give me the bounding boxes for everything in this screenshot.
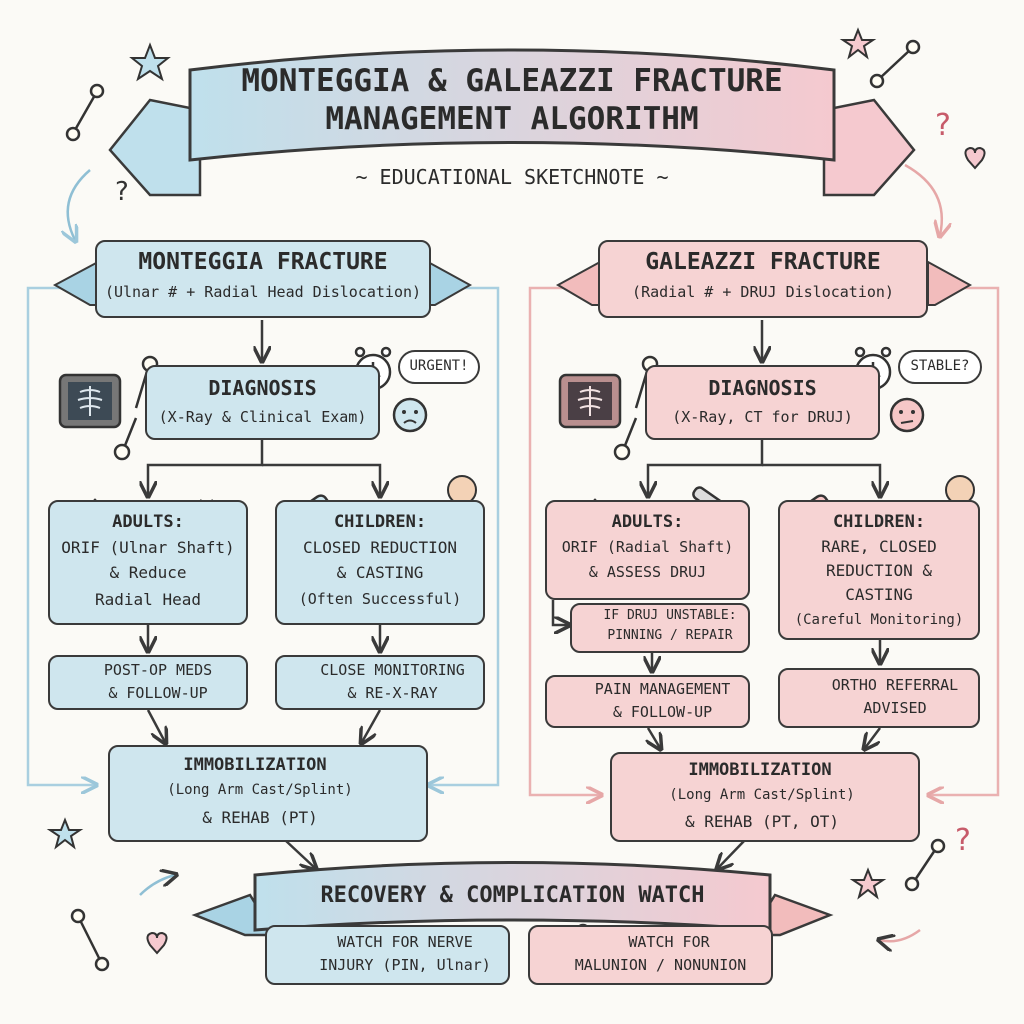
monteggia-immobilization-box	[108, 745, 428, 842]
galeazzi-alert-text: STABLE?	[910, 358, 970, 374]
monteggia-diagnosis-title: DIAGNOSIS	[208, 376, 317, 400]
galeazzi-children-followup-line1: ORTHO REFERRAL	[831, 676, 959, 694]
svg-text:?: ?	[115, 177, 129, 207]
confused-face-icon	[889, 397, 925, 433]
galeazzi-immobilization-box	[610, 752, 920, 842]
galeazzi-immobilization-line3: & REHAB (PT, OT)	[684, 812, 840, 831]
monteggia-children-box	[275, 500, 485, 625]
galeazzi-adults-followup-box	[545, 675, 750, 728]
galeazzi-adults-line1: ADULTS:	[611, 512, 684, 532]
galeazzi-arrows	[551, 320, 880, 868]
galeazzi-adults-followup-line1: PAIN MANAGEMENT	[594, 680, 731, 698]
monteggia-diagnosis-box	[145, 365, 380, 440]
svg-text:?: ?	[935, 108, 951, 143]
monteggia-children-line3: & CASTING	[336, 563, 424, 582]
galeazzi-alert-bubble	[898, 350, 982, 384]
monteggia-adults-line4: Radial Head	[95, 590, 201, 609]
recovery-nerve-line2: INJURY (PIN, Ulnar)	[319, 956, 491, 974]
galeazzi-header-title: GALEAZZI FRACTURE	[645, 249, 881, 275]
galeazzi-children-box	[778, 500, 980, 640]
recovery-title: RECOVERY & COMPLICATION WATCH	[320, 883, 705, 908]
galeazzi-header	[598, 240, 928, 318]
curved-arrow-icon	[880, 163, 942, 941]
monteggia-alert-text: URGENT!	[409, 358, 469, 374]
question-mark-icon: ? ?	[935, 108, 971, 858]
galeazzi-immobilization-line2: (Long Arm Cast/Splint)	[669, 787, 855, 803]
worried-face-icon	[392, 397, 428, 433]
galeazzi-druj-line2: PINNING / REPAIR	[607, 628, 733, 643]
recovery-ribbon	[191, 861, 834, 937]
heart-icon	[146, 146, 986, 955]
recovery-malunion-line2: MALUNION / NONUNION	[574, 956, 747, 974]
monteggia-adults-line1: ADULTS:	[112, 512, 184, 532]
monteggia-adults-box	[48, 500, 248, 625]
page-subtitle: ~ EDUCATIONAL SKETCHNOTE ~	[300, 165, 724, 190]
recovery-nerve-box	[265, 925, 510, 985]
galeazzi-adults-line3: & ASSESS DRUJ	[588, 563, 707, 581]
monteggia-children-followup-box	[275, 655, 485, 710]
monteggia-children-line2: CLOSED REDUCTION	[302, 538, 458, 557]
monteggia-arrows	[148, 320, 380, 868]
monteggia-immobilization-line2: (Long Arm Cast/Splint)	[167, 782, 353, 798]
subtitle-text: EDUCATIONAL SKETCHNOTE	[379, 165, 645, 189]
monteggia-children-followup-line2: & RE-X-RAY	[347, 684, 438, 702]
star-icon	[46, 42, 171, 850]
monteggia-adults-followup-line1: POST-OP MEDS	[103, 661, 213, 679]
galeazzi-children-followup-box	[778, 668, 980, 728]
galeazzi-children-line2: RARE, CLOSED	[821, 537, 937, 556]
monteggia-adults-line2: ORIF (Ulnar Shaft)	[61, 538, 235, 557]
galeazzi-children-followup-line2: ADVISED	[863, 699, 927, 717]
monteggia-children-line1: CHILDREN:	[333, 512, 427, 532]
tilde-left-icon: ~	[355, 165, 380, 189]
galeazzi-children-line1: CHILDREN:	[832, 512, 926, 532]
tilde-right-icon: ~	[644, 165, 669, 189]
monteggia-diagnosis-detail: (X-Ray & Clinical Exam)	[158, 408, 367, 426]
monteggia-immobilization-line3: & REHAB (PT)	[202, 808, 318, 827]
galeazzi-children-line3: REDUCTION &	[826, 561, 932, 580]
page-title-line1: MONTEGGIA & GALEAZZI FRACTURE	[241, 63, 783, 99]
galeazzi-adults-box	[545, 500, 750, 600]
monteggia-adults-line3: & Reduce	[109, 563, 187, 582]
svg-text:?: ?	[955, 823, 971, 858]
monteggia-header-title: MONTEGGIA FRACTURE	[138, 249, 388, 275]
monteggia-header-subtitle: (Ulnar # + Radial Head Dislocation)	[104, 283, 422, 301]
monteggia-header	[95, 240, 431, 318]
galeazzi-diagnosis-box	[645, 365, 880, 440]
galeazzi-druj-box	[570, 603, 750, 653]
monteggia-adults-followup-box	[48, 655, 248, 710]
xray-icon	[558, 373, 622, 429]
curved-arrow-icon	[68, 169, 175, 896]
galeazzi-druj-line1: IF DRUJ UNSTABLE:	[603, 608, 737, 623]
galeazzi-diagnosis-title: DIAGNOSIS	[708, 376, 817, 400]
galeazzi-diagnosis-detail: (X-Ray, CT for DRUJ)	[672, 408, 853, 426]
monteggia-alert-bubble	[398, 350, 480, 384]
recovery-malunion-box	[528, 925, 773, 985]
galeazzi-children-line5: (Careful Monitoring)	[794, 612, 964, 628]
star-icon	[839, 27, 887, 900]
monteggia-children-followup-line1: CLOSE MONITORING	[320, 661, 465, 679]
recovery-nerve-line1: WATCH FOR NERVE	[337, 933, 473, 951]
xray-icon	[58, 373, 122, 429]
question-mark-icon: ?	[115, 177, 129, 207]
recovery-malunion-line1: WATCH FOR	[628, 933, 710, 951]
galeazzi-header-subtitle: (Radial # + DRUJ Dislocation)	[632, 283, 894, 301]
monteggia-immobilization-line1: IMMOBILIZATION	[183, 755, 327, 775]
galeazzi-adults-line2: ORIF (Radial Shaft)	[561, 538, 734, 556]
monteggia-children-line4: (Often Successful)	[298, 590, 462, 608]
galeazzi-children-line4: CASTING	[845, 585, 913, 604]
page-title-line2: MANAGEMENT ALGORITHM	[325, 101, 699, 137]
galeazzi-immobilization-line1: IMMOBILIZATION	[688, 760, 832, 780]
galeazzi-adults-followup-line2: & FOLLOW-UP	[612, 703, 713, 721]
monteggia-adults-followup-line2: & FOLLOW-UP	[108, 684, 208, 702]
decorative-bones	[65, 39, 946, 972]
title-ribbon	[108, 48, 916, 197]
